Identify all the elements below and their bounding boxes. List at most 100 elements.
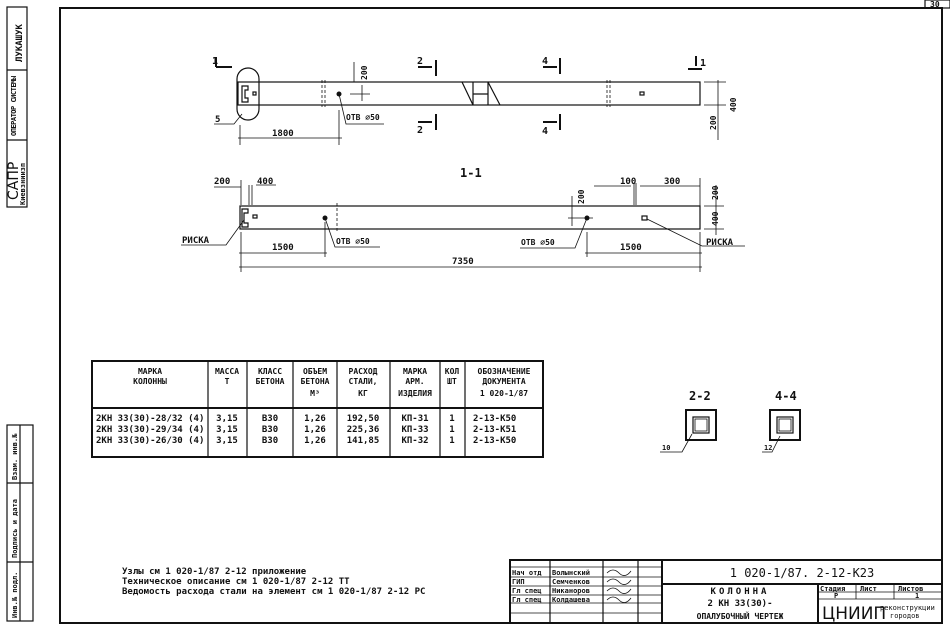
signer-name: Семченков <box>552 578 590 586</box>
table-cell: КП-31 <box>401 414 428 424</box>
svg-text:ОТВ ⌀50: ОТВ ⌀50 <box>346 113 380 122</box>
svg-text:200: 200 <box>711 185 720 200</box>
signer-role: Гл спец <box>512 587 542 595</box>
svg-text:МАССА: МАССА <box>215 367 239 376</box>
svg-text:РАСХОД: РАСХОД <box>349 367 378 376</box>
svg-text:Лист: Лист <box>860 585 877 593</box>
table-cell: 3,15 <box>216 425 238 435</box>
column-side-outline <box>239 205 701 230</box>
svg-text:БЕТОНА: БЕТОНА <box>256 377 285 386</box>
note-1: Узлы см 1 020-1/87 2-12 приложение <box>122 567 307 577</box>
signer-name: Волынский <box>552 569 590 577</box>
signer-role: Нач отд <box>512 569 542 577</box>
svg-text:1: 1 <box>700 58 706 69</box>
table-cell: 2-13-К50 <box>473 436 516 446</box>
note-3: Ведомость расхода стали на элемент см 1 … <box>122 587 425 597</box>
svg-text:Листов: Листов <box>898 585 923 593</box>
signature <box>606 578 632 585</box>
svg-text:10: 10 <box>662 444 670 452</box>
svg-text:7350: 7350 <box>452 257 474 267</box>
section-1-1-view: 1-1 200 400 100 300 200 200 400 РИСКА ОТ… <box>181 166 745 272</box>
svg-text:Стадия: Стадия <box>820 585 845 593</box>
svg-text:400: 400 <box>729 97 738 112</box>
signer-name: Никаноров <box>552 587 590 595</box>
signature <box>606 596 632 603</box>
svg-text:ОТВ ⌀50: ОТВ ⌀50 <box>336 237 370 246</box>
svg-text:400: 400 <box>257 177 273 187</box>
signature <box>606 587 632 594</box>
table-cell: 1 <box>449 414 454 424</box>
svg-text:4: 4 <box>542 126 548 137</box>
table-cell: 2КН 33(30)-26/30 (4) <box>96 436 204 446</box>
svg-text:АРМ.: АРМ. <box>405 377 424 386</box>
table-cell: КП-33 <box>401 425 428 435</box>
svg-text:МАРКА: МАРКА <box>138 367 162 376</box>
section-2-2: 2-2 10 <box>660 389 717 453</box>
svg-text:РИСКА: РИСКА <box>182 236 210 246</box>
svg-text:200: 200 <box>214 177 230 187</box>
svg-text:ОБЪЕМ: ОБЪЕМ <box>303 367 327 376</box>
table-cell: В30 <box>262 436 278 446</box>
corner-number: 30 <box>930 0 940 9</box>
signer-name: Колдашева <box>552 596 590 604</box>
drawing-name-2: 2 КН 33(30)- <box>707 599 772 609</box>
signer-role: Гл спец <box>512 596 542 604</box>
table-cell: 192,50 <box>347 414 380 424</box>
table-cell: 2-13-К50 <box>473 414 516 424</box>
table-cell: 2КН 33(30)-29/34 (4) <box>96 425 204 435</box>
plan-view: 1 1 2 2 4 4 5 ОТВ ⌀50 200 1800 400 200 <box>212 56 738 145</box>
sheets-value: 1 <box>915 592 919 600</box>
svg-text:КЛАСС: КЛАСС <box>258 367 282 376</box>
svg-text:300: 300 <box>664 177 680 187</box>
svg-text:1800: 1800 <box>272 129 294 139</box>
svg-text:ШТ: ШТ <box>447 377 457 386</box>
table-cell: В30 <box>262 414 278 424</box>
svg-text:ОТВ ⌀50: ОТВ ⌀50 <box>521 238 555 247</box>
svg-text:реконструкции: реконструкции <box>880 604 935 612</box>
svg-text:ОБОЗНАЧЕНИЕ: ОБОЗНАЧЕНИЕ <box>478 367 531 376</box>
stamp-name: ЛУКАШУК <box>15 23 25 62</box>
svg-text:ДОКУМЕНТА: ДОКУМЕНТА <box>482 377 526 386</box>
svg-text:200: 200 <box>577 189 586 204</box>
svg-text:РИСКА: РИСКА <box>706 238 734 248</box>
svg-text:2: 2 <box>417 125 423 136</box>
drawing-name-1: КОЛОННА <box>711 587 770 597</box>
signer-role: ГИП <box>512 578 525 586</box>
table-cell: 1,26 <box>304 414 326 424</box>
svg-text:200: 200 <box>360 65 369 80</box>
table-cell: 1,26 <box>304 425 326 435</box>
note-2: Техническое описание см 1 020-1/87 2-12 … <box>122 577 350 587</box>
svg-text:КОЛ: КОЛ <box>445 367 460 376</box>
table-cell: 3,15 <box>216 414 238 424</box>
svg-text:городов: городов <box>890 612 920 620</box>
svg-text:СТАЛИ,: СТАЛИ, <box>349 377 378 386</box>
svg-text:1: 1 <box>212 56 218 67</box>
columns-table: МАРКА КОЛОННЫ МАССА Т КЛАСС БЕТОНА ОБЪЕМ… <box>91 360 544 458</box>
org-logo: ЦНИИП <box>822 604 886 624</box>
sheet-frame <box>59 7 943 624</box>
svg-text:Т: Т <box>225 377 230 386</box>
side-stamp-bottom: Взам. инв.№ Подпись и дата Инв.№ подл. <box>6 424 34 622</box>
section-4-4: 4-4 12 <box>762 389 801 453</box>
drawing-name-3: ОПАЛУБОЧНЫЙ ЧЕРТЕЖ <box>697 610 784 621</box>
svg-text:4-4: 4-4 <box>775 389 797 403</box>
stamp-org-small: Киевзниизп <box>19 163 27 205</box>
notes: Узлы см 1 020-1/87 2-12 приложение Техни… <box>122 567 425 597</box>
signature <box>606 569 632 576</box>
table-cell: КП-32 <box>401 436 428 446</box>
stamp-operator: ОПЕРАТОР СИСТЕМЫ <box>10 75 18 136</box>
stamp-inv: Инв.№ подл. <box>11 572 19 618</box>
doc-number: 1 020-1/87. 2-12-К23 <box>730 566 875 580</box>
svg-text:1500: 1500 <box>620 243 642 253</box>
table-cell: 3,15 <box>216 436 238 446</box>
column-outline <box>237 81 701 106</box>
stamp-podpis: Подпись и дата <box>11 499 19 558</box>
svg-text:КГ: КГ <box>358 389 368 398</box>
svg-text:5: 5 <box>215 115 220 125</box>
svg-text:2: 2 <box>417 56 423 67</box>
svg-text:100: 100 <box>620 177 636 187</box>
svg-text:1500: 1500 <box>272 243 294 253</box>
